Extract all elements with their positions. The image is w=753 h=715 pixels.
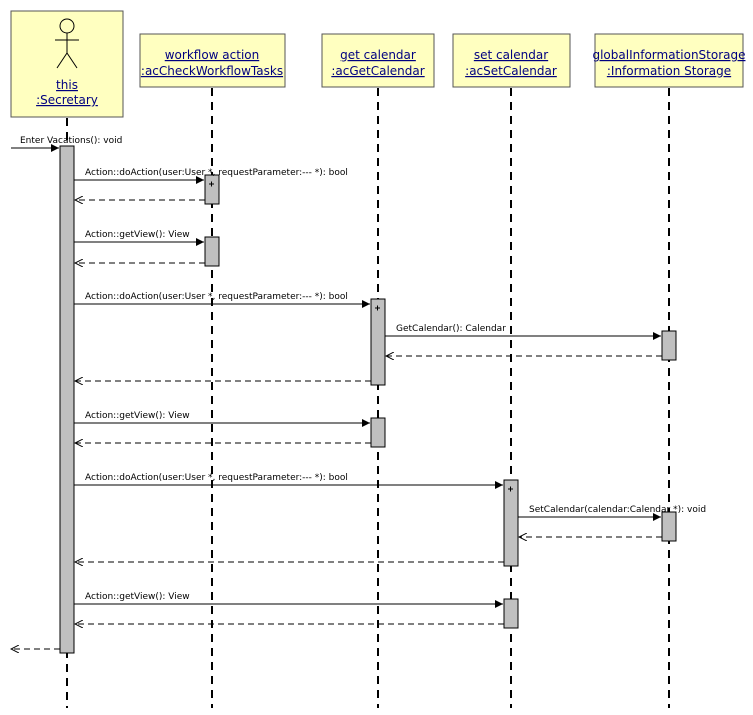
lifeline-head-storage[interactable]: globalInformationStorage :Information St… [592,33,746,88]
plus-icon [375,305,380,311]
msg-label: GetCalendar(): Calendar [396,324,506,334]
lifeline-head-workflow[interactable]: workflow action :acCheckWorkflowTasks [139,33,286,88]
lifeline-head-secretary[interactable]: this :Secretary [10,10,124,118]
msg-label: Action::getView(): View [85,230,190,240]
lifeline-class: :Information Storage [607,64,731,78]
activation-getcal-doaction[interactable] [370,298,386,386]
plus-icon [209,181,214,187]
activation-bars [59,145,677,654]
lifeline-name: globalInformationStorage [592,48,745,62]
msg-label: Action::doAction(user:User *, requestPar… [85,292,348,302]
msg-label: Action::getView(): View [85,592,190,602]
message-labels: Enter Vacations(): void Action::doAction… [20,136,706,602]
plus-icon [508,486,513,492]
lifeline-head-getcal[interactable]: get calendar :acGetCalendar [321,33,435,88]
msg-label: Action::doAction(user:User *, requestPar… [85,473,348,483]
lifeline-class: :acGetCalendar [331,64,424,78]
activation-storage-setcalendar[interactable] [661,511,677,542]
lifeline-name: workflow action [165,48,260,62]
activation-workflow-getview[interactable] [204,236,220,267]
msg-label: Action::getView(): View [85,411,190,421]
activation-setcal-doaction[interactable] [503,479,519,567]
msg-label: SetCalendar(calendar:Calendar *): void [529,505,706,515]
lifeline-class: :acCheckWorkflowTasks [141,64,283,78]
activation-getcal-getview[interactable] [370,417,386,448]
lifeline-lines [66,88,670,708]
msg-label: Enter Vacations(): void [20,136,122,146]
activation-setcal-getview[interactable] [503,598,519,629]
messages [11,144,662,649]
activation-storage-getcalendar[interactable] [661,330,677,361]
lifeline-name: get calendar [340,48,416,62]
msg-label: Action::doAction(user:User *, requestPar… [85,168,348,178]
activation-plus-marks [209,181,513,492]
lifeline-name: set calendar [474,48,548,62]
activation-secretary[interactable] [59,145,75,654]
lifeline-class: :Secretary [36,93,98,107]
lifeline-head-setcal[interactable]: set calendar :acSetCalendar [452,33,571,88]
lifeline-name: this [56,78,78,92]
lifeline-class: :acSetCalendar [465,64,557,78]
actor-icon [55,18,79,69]
activation-workflow-doaction[interactable] [204,174,220,205]
